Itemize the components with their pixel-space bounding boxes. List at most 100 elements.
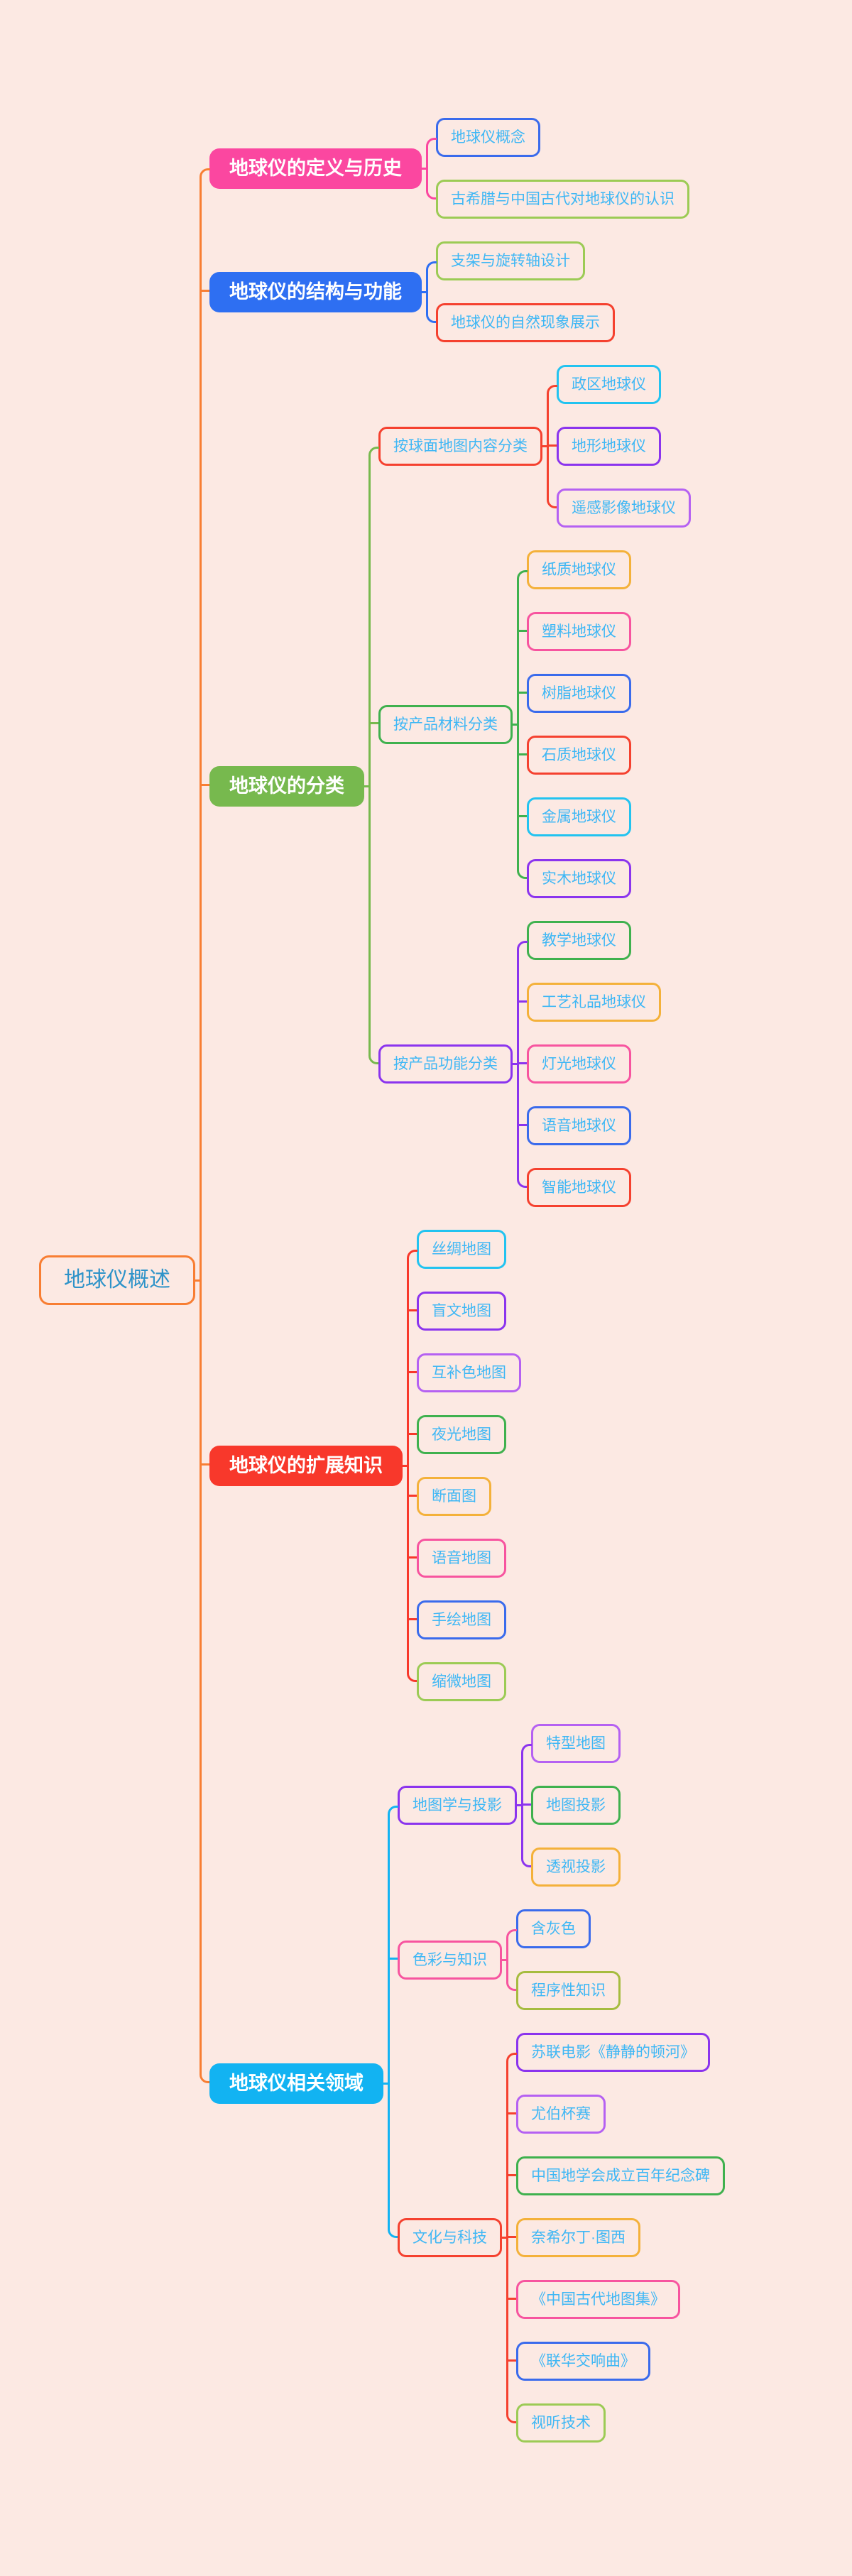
leaf-row: 政区地球仪 xyxy=(547,354,691,415)
leaf-node[interactable]: 程序性知识 xyxy=(516,1971,621,2010)
branch-definition-history[interactable]: 地球仪的定义与历史 xyxy=(209,148,428,189)
leaf-row: 盲文地图 xyxy=(407,1280,521,1342)
leaf-row: 遥感影像地球仪 xyxy=(547,477,691,539)
leaf-row: 树脂地球仪 xyxy=(517,662,631,724)
branch-group-classification: 地球仪的分类 按球面地图内容分类 政区地球仪 地形地球仪 遥感影像地球仪 xyxy=(200,354,725,1218)
leaf-node[interactable]: 纸质地球仪 xyxy=(527,550,631,589)
leaf-row: 苏联电影《静静的顿河》 xyxy=(506,2021,725,2083)
leaf-node[interactable]: 语音地球仪 xyxy=(527,1106,631,1145)
subtopic-material-classification[interactable]: 按产品材料分类 xyxy=(378,704,517,744)
branch-group-extended-knowledge: 地球仪的扩展知识 丝绸地图 盲文地图 互补色地图 夜光地图 断面图 xyxy=(200,1218,725,1713)
leaf-node[interactable]: 尤伯杯赛 xyxy=(516,2095,606,2134)
leaf-row: 中国地学会成立百年纪念碑 xyxy=(506,2145,725,2207)
branch-extended-knowledge[interactable]: 地球仪的扩展知识 xyxy=(209,1445,409,1486)
leaf-node[interactable]: 《联华交响曲》 xyxy=(516,2342,650,2381)
leaf-node[interactable]: 地球仪的自然现象展示 xyxy=(436,303,615,342)
leaf-node[interactable]: 金属地球仪 xyxy=(527,797,631,836)
leaf-row: 语音地球仪 xyxy=(517,1095,661,1157)
leaf-node[interactable]: 政区地球仪 xyxy=(557,365,661,404)
leaf-row: 尤伯杯赛 xyxy=(506,2083,725,2145)
leaf-node[interactable]: 支架与旋转轴设计 xyxy=(436,241,585,280)
leaf-row: 灯光地球仪 xyxy=(517,1033,661,1095)
leaf-node[interactable]: 地球仪概念 xyxy=(436,118,540,157)
children-group: 丝绸地图 盲文地图 互补色地图 夜光地图 断面图 语音地图 手绘 xyxy=(407,1218,521,1713)
leaf-row: 实木地球仪 xyxy=(517,848,631,910)
leaf-row: 塑料地球仪 xyxy=(517,601,631,662)
leaf-node[interactable]: 工艺礼品地球仪 xyxy=(527,983,661,1022)
leaf-node[interactable]: 苏联电影《静静的顿河》 xyxy=(516,2033,710,2072)
subtopic-group-function-classification: 按产品功能分类 教学地球仪 工艺礼品地球仪 灯光地球仪 语音地球仪 xyxy=(368,910,691,1218)
leaf-node[interactable]: 灯光地球仪 xyxy=(527,1044,631,1084)
leaf-node[interactable]: 语音地图 xyxy=(417,1539,506,1578)
leaf-node[interactable]: 地图投影 xyxy=(531,1786,621,1825)
children-group: 按球面地图内容分类 政区地球仪 地形地球仪 遥感影像地球仪 xyxy=(368,354,691,1218)
subtopic-content-classification[interactable]: 按球面地图内容分类 xyxy=(378,427,547,466)
leaf-node[interactable]: 智能地球仪 xyxy=(527,1168,631,1207)
children-group: 政区地球仪 地形地球仪 遥感影像地球仪 xyxy=(547,354,691,539)
leaf-node[interactable]: 实木地球仪 xyxy=(527,859,631,898)
children-group: 教学地球仪 工艺礼品地球仪 灯光地球仪 语音地球仪 智能地球仪 xyxy=(517,910,661,1218)
leaf-node[interactable]: 盲文地图 xyxy=(417,1292,506,1331)
leaf-row: 丝绸地图 xyxy=(407,1218,521,1280)
children-group: 苏联电影《静静的顿河》 尤伯杯赛 中国地学会成立百年纪念碑 奈希尔丁·图西 《中 xyxy=(506,2021,725,2454)
leaf-row: 互补色地图 xyxy=(407,1342,521,1404)
leaf-row: 夜光地图 xyxy=(407,1404,521,1466)
leaf-row: 工艺礼品地球仪 xyxy=(517,971,661,1033)
leaf-row: 语音地图 xyxy=(407,1527,521,1589)
leaf-node[interactable]: 古希腊与中国古代对地球仪的认识 xyxy=(436,180,689,219)
leaf-row: 透视投影 xyxy=(521,1836,621,1898)
leaf-row: 缩微地图 xyxy=(407,1651,521,1713)
subtopic-group-material-classification: 按产品材料分类 纸质地球仪 塑料地球仪 树脂地球仪 石质地球仪 xyxy=(368,539,691,910)
subtopic-color-knowledge[interactable]: 色彩与知识 xyxy=(398,1940,506,1980)
leaf-node[interactable]: 中国地学会成立百年纪念碑 xyxy=(516,2156,725,2195)
leaf-node[interactable]: 丝绸地图 xyxy=(417,1230,506,1269)
leaf-row: 金属地球仪 xyxy=(517,786,631,848)
leaf-row: 《联华交响曲》 xyxy=(506,2330,725,2392)
children-group: 纸质地球仪 塑料地球仪 树脂地球仪 石质地球仪 金属地球仪 xyxy=(517,539,631,910)
leaf-node[interactable]: 夜光地图 xyxy=(417,1415,506,1454)
leaf-node[interactable]: 地形地球仪 xyxy=(557,427,661,466)
branch-structure-function[interactable]: 地球仪的结构与功能 xyxy=(209,271,428,312)
leaf-node[interactable]: 视听技术 xyxy=(516,2403,606,2443)
leaf-node[interactable]: 断面图 xyxy=(417,1477,491,1516)
leaf-row: 奈希尔丁·图西 xyxy=(506,2207,725,2269)
branch-group-related-fields: 地球仪相关领域 地图学与投影 特型地图 地图投影 透视投影 xyxy=(200,1713,725,2454)
leaf-row: 地形地球仪 xyxy=(547,415,691,477)
leaf-row: 断面图 xyxy=(407,1466,521,1527)
leaf-node[interactable]: 奈希尔丁·图西 xyxy=(516,2218,640,2257)
leaf-node[interactable]: 石质地球仪 xyxy=(527,736,631,775)
subtopic-culture-technology[interactable]: 文化与科技 xyxy=(398,2218,506,2257)
branch-group-structure-function: 地球仪的结构与功能 支架与旋转轴设计 地球仪的自然现象展示 xyxy=(200,230,725,354)
root-node-globe-overview[interactable]: 地球仪概述 xyxy=(39,1255,200,1305)
leaf-row: 地球仪的自然现象展示 xyxy=(426,292,615,354)
subtopic-function-classification[interactable]: 按产品功能分类 xyxy=(378,1044,517,1084)
mindmap-canvas: 地球仪概述 地球仪的定义与历史 地球仪概念 古希腊与中国古代对地球仪的认识 地球… xyxy=(39,107,725,2454)
leaf-row: 特型地图 xyxy=(521,1713,621,1774)
branch-related-fields[interactable]: 地球仪相关领域 xyxy=(209,2063,390,2104)
leaf-node[interactable]: 教学地球仪 xyxy=(527,921,631,960)
subtopic-group-culture-technology: 文化与科技 苏联电影《静静的顿河》 尤伯杯赛 中国地学会成立百年纪念碑 奈希尔丁… xyxy=(388,2021,725,2454)
leaf-node[interactable]: 透视投影 xyxy=(531,1848,621,1887)
leaf-row: 手绘地图 xyxy=(407,1589,521,1651)
subtopic-group-content-classification: 按球面地图内容分类 政区地球仪 地形地球仪 遥感影像地球仪 xyxy=(368,354,691,539)
branch-classification[interactable]: 地球仪的分类 xyxy=(209,765,371,807)
children-group: 地图学与投影 特型地图 地图投影 透视投影 色彩与知识 xyxy=(388,1713,725,2454)
leaf-node[interactable]: 塑料地球仪 xyxy=(527,612,631,651)
leaf-node[interactable]: 遥感影像地球仪 xyxy=(557,489,691,528)
leaf-node[interactable]: 含灰色 xyxy=(516,1909,591,1948)
leaf-node[interactable]: 手绘地图 xyxy=(417,1600,506,1639)
leaf-node[interactable]: 《中国古代地图集》 xyxy=(516,2280,680,2319)
leaf-row: 石质地球仪 xyxy=(517,724,631,786)
leaf-node[interactable]: 缩微地图 xyxy=(417,1662,506,1701)
leaf-node[interactable]: 树脂地球仪 xyxy=(527,674,631,713)
leaf-row: 支架与旋转轴设计 xyxy=(426,230,615,292)
leaf-node[interactable]: 特型地图 xyxy=(531,1724,621,1763)
children-group: 地球仪概念 古希腊与中国古代对地球仪的认识 xyxy=(426,107,689,230)
leaf-row: 智能地球仪 xyxy=(517,1157,661,1218)
branch-column: 地球仪的定义与历史 地球仪概念 古希腊与中国古代对地球仪的认识 地球仪的结构与功… xyxy=(200,107,725,2454)
subtopic-cartography-projection[interactable]: 地图学与投影 xyxy=(398,1786,521,1825)
subtopic-group-cartography-projection: 地图学与投影 特型地图 地图投影 透视投影 xyxy=(388,1713,725,1898)
leaf-node[interactable]: 互补色地图 xyxy=(417,1353,521,1392)
subtopic-group-color-knowledge: 色彩与知识 含灰色 程序性知识 xyxy=(388,1898,725,2021)
leaf-row: 含灰色 xyxy=(506,1898,621,1960)
